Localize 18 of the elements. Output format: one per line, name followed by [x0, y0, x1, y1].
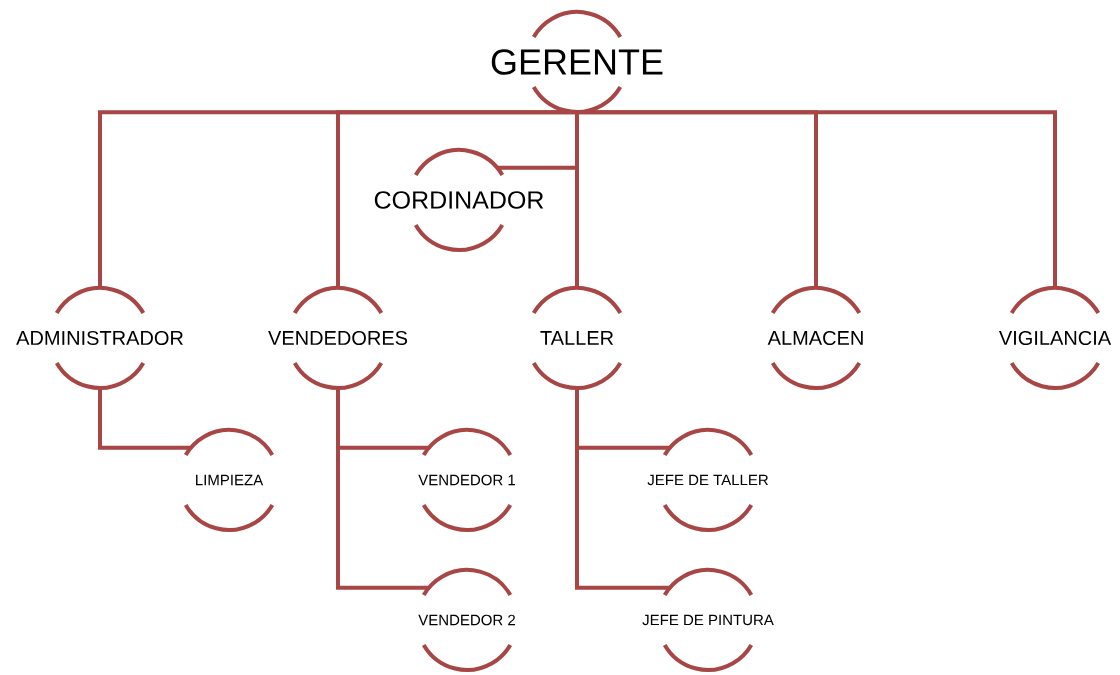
connector-line: [577, 110, 1057, 288]
role-node: JEFE DE PINTURA: [642, 568, 774, 672]
role-node: GERENTE: [491, 10, 663, 114]
role-node: VIGILANCIA: [998, 286, 1112, 390]
role-node: VENDEDOR 2: [418, 568, 515, 672]
role-node: VENDEDORES: [268, 286, 408, 390]
connector-line: [336, 110, 577, 288]
role-node: LIMPIEZA: [184, 428, 274, 532]
connector-line: [575, 112, 579, 288]
role-node: ALMACEN: [767, 286, 863, 390]
role-node: CORDINADOR: [374, 148, 544, 252]
connector-line: [98, 388, 191, 450]
role-node: VENDEDOR 1: [418, 428, 515, 532]
role-node: TALLER: [532, 286, 622, 390]
role-node: JEFE DE TALLER: [647, 428, 768, 532]
role-node: ADMINISTRADOR: [16, 286, 183, 390]
connector-line: [336, 388, 429, 590]
connector-line: [575, 388, 670, 590]
